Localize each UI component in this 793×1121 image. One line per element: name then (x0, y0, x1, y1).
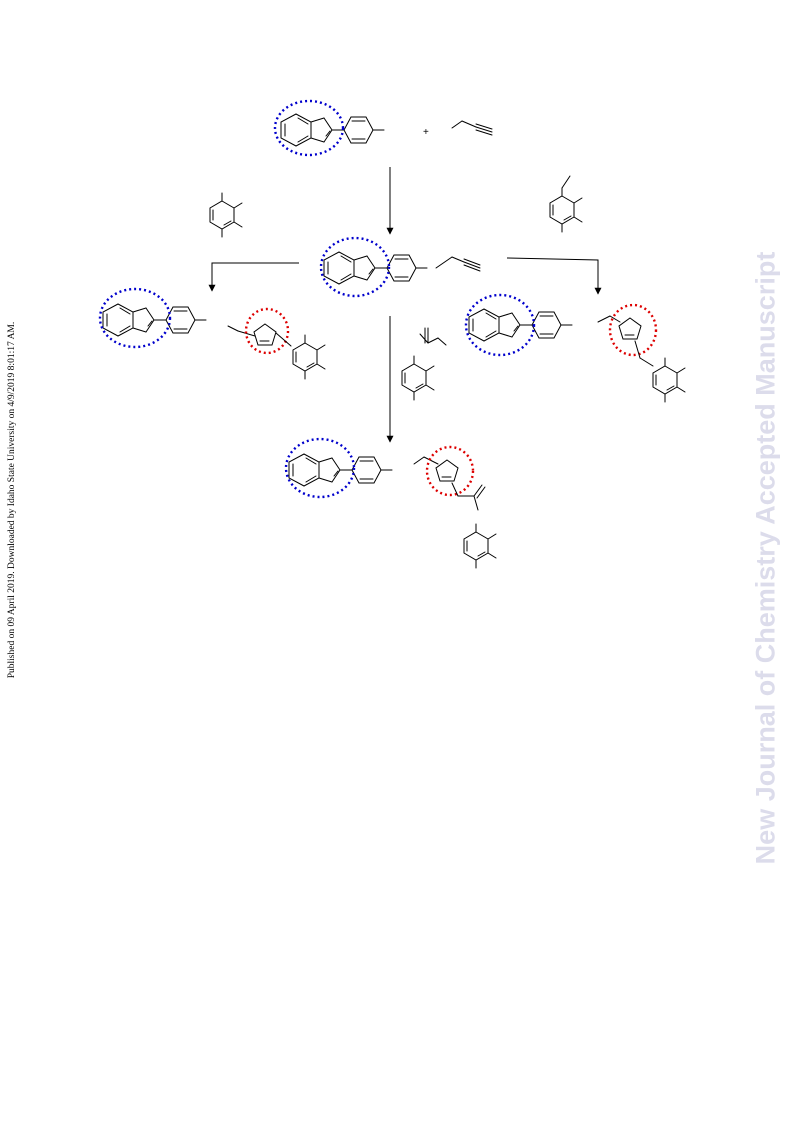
triazole-highlight (425, 445, 475, 497)
triazole-highlight (244, 307, 290, 355)
azide-reagent-right (549, 175, 583, 233)
benzoxazole-highlight (273, 99, 345, 157)
benzoxazole-highlight (464, 293, 536, 357)
journal-watermark-text: New Journal of Chemistry Accepted Manusc… (750, 251, 781, 865)
product-right (464, 293, 686, 403)
benzoxazole-highlight (98, 287, 172, 349)
propargyl-reagent (451, 120, 493, 136)
product-bottom (284, 437, 497, 569)
azide-reagent-left (209, 192, 243, 238)
starting-material (273, 99, 385, 157)
triazole-highlight (608, 303, 658, 357)
plus-sign: + (423, 127, 429, 138)
arrow-right-branch (506, 257, 602, 295)
arrow-left-branch (208, 262, 299, 292)
middle-reagent (401, 327, 447, 401)
publication-notice-text: Published on 09 April 2019. Downloaded b… (7, 321, 17, 679)
product-left (98, 287, 326, 380)
alkyne-intermediate (319, 236, 481, 298)
benzoxazole-highlight (319, 236, 391, 298)
benzoxazole-highlight (284, 437, 356, 499)
